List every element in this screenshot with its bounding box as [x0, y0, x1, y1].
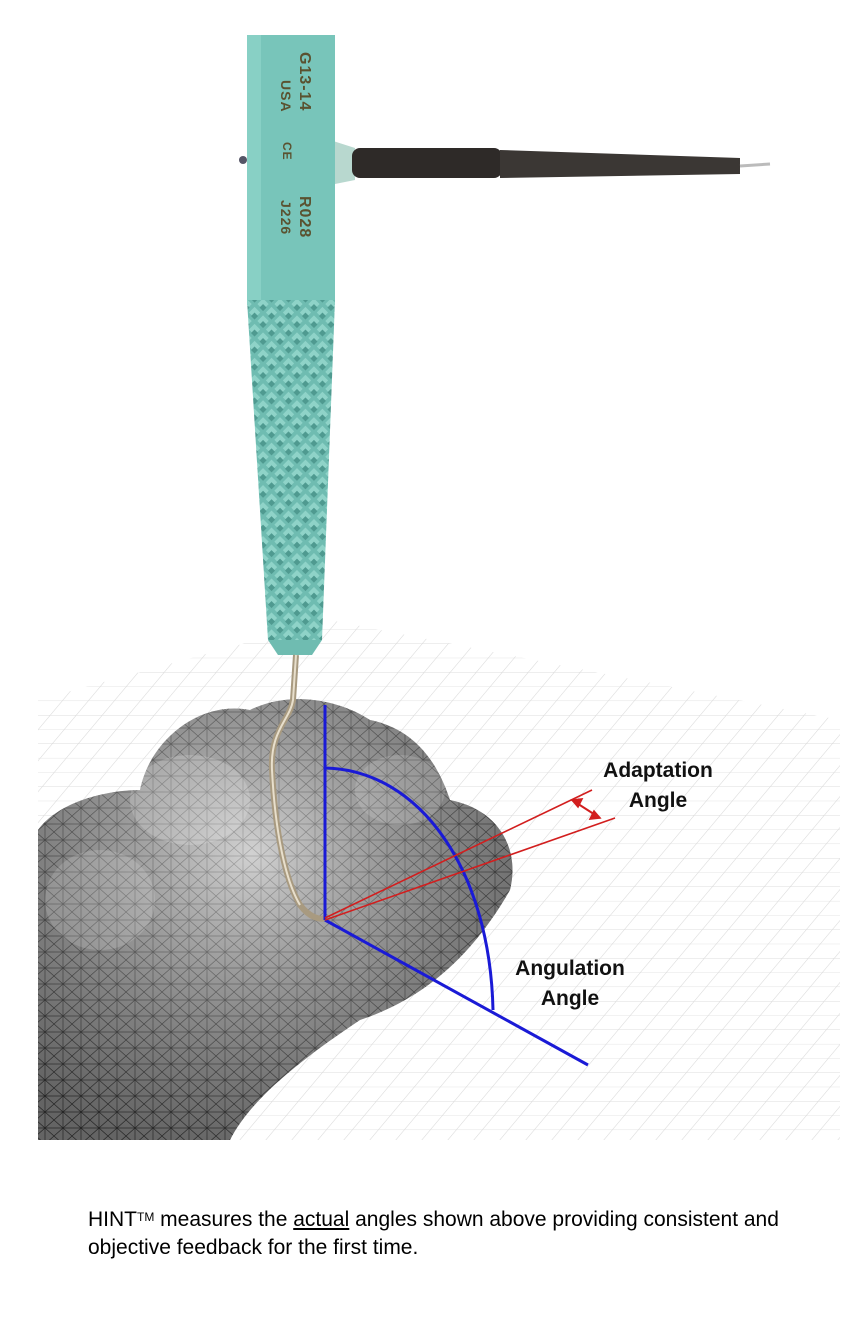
adaptation-label-line1: Adaptation — [603, 759, 713, 782]
angulation-angle-label: Angulation Angle — [500, 954, 640, 1014]
angulation-label-line2: Angle — [540, 987, 600, 1010]
handle-country-label: USA — [278, 80, 294, 113]
handle-model-label: G13-14 — [296, 52, 313, 112]
adaptation-label-line2: Angle — [628, 789, 688, 812]
sensor-cable — [330, 140, 771, 185]
handle-code-label: R028 — [296, 196, 313, 239]
caption-underlined: actual — [293, 1208, 350, 1231]
handle-batch-label: J226 — [278, 200, 294, 236]
caption-text-1: measures the — [154, 1208, 294, 1231]
caption-text-2: angles shown above providing consistent … — [88, 1208, 779, 1259]
handle-ce-mark: CE — [280, 142, 294, 161]
caption-trademark: TM — [137, 1210, 155, 1224]
adaptation-angle-label: Adaptation Angle — [588, 756, 728, 816]
caption-brand: HINT — [88, 1208, 137, 1231]
tooth-mesh-model — [38, 699, 513, 1140]
horizontal-axis-line — [324, 918, 589, 1067]
angulation-arc — [324, 766, 495, 1011]
figure-caption: HINTTM measures the actual angles shown … — [88, 1206, 788, 1262]
angulation-label-line1: Angulation — [515, 957, 625, 980]
adaptation-lines — [324, 789, 616, 921]
angle-axes — [323, 705, 589, 1067]
instrument-handle — [239, 35, 335, 655]
